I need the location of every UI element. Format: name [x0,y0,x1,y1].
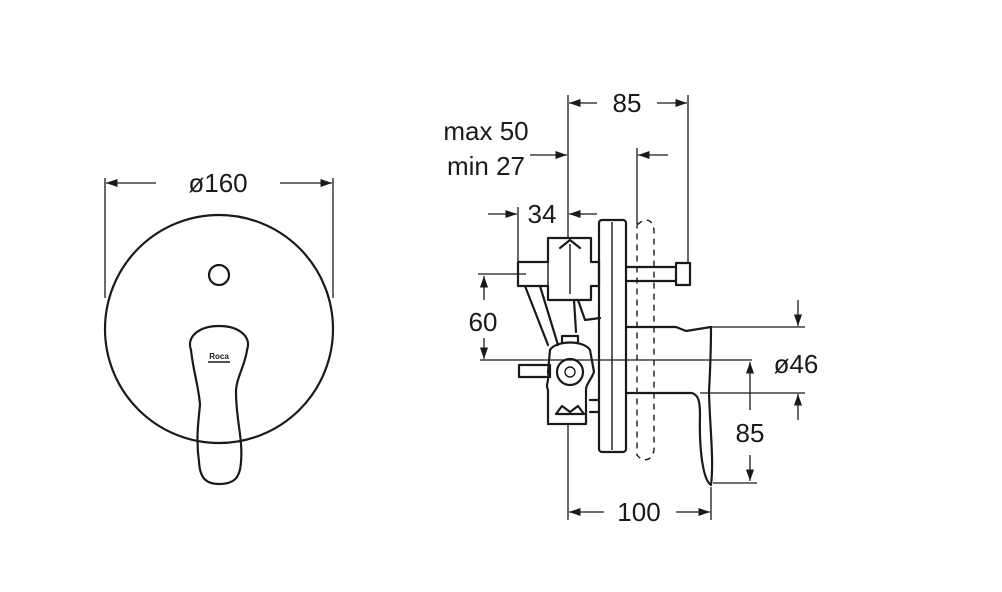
cartridge-circle [555,357,585,387]
side-view: 85 max 50 min 27 34 60 ø46 85 100 [443,88,818,527]
valve-body-upper [516,236,601,302]
lever-handle-side [624,325,714,487]
wall-zone-dashed [636,219,655,461]
lever-handle [188,324,250,486]
depth-100-label: 100 [617,497,660,527]
spindle-end [674,261,692,287]
diverter-button [207,263,231,287]
strut [576,298,602,322]
plate-side [597,218,628,454]
brand-logo: Roca [209,352,229,361]
inlet-pipe [517,363,552,379]
diameter-46-label: ø46 [774,349,819,379]
diameter-160-label: ø160 [188,168,247,198]
depth-min-label: min 27 [447,151,525,181]
crown-mark-icon [554,404,586,416]
valve-body-lower [545,341,596,426]
width-85-label: 85 [613,88,642,118]
offset-34-label: 34 [528,199,557,229]
depth-max-label: max 50 [443,116,528,146]
height-60-label: 60 [469,307,498,337]
height-85-label: 85 [736,418,765,448]
flow-arrow-icon [558,238,582,250]
front-view: Roca ø160 [103,168,335,486]
escutcheon-plate [103,213,335,445]
strut [523,284,550,347]
